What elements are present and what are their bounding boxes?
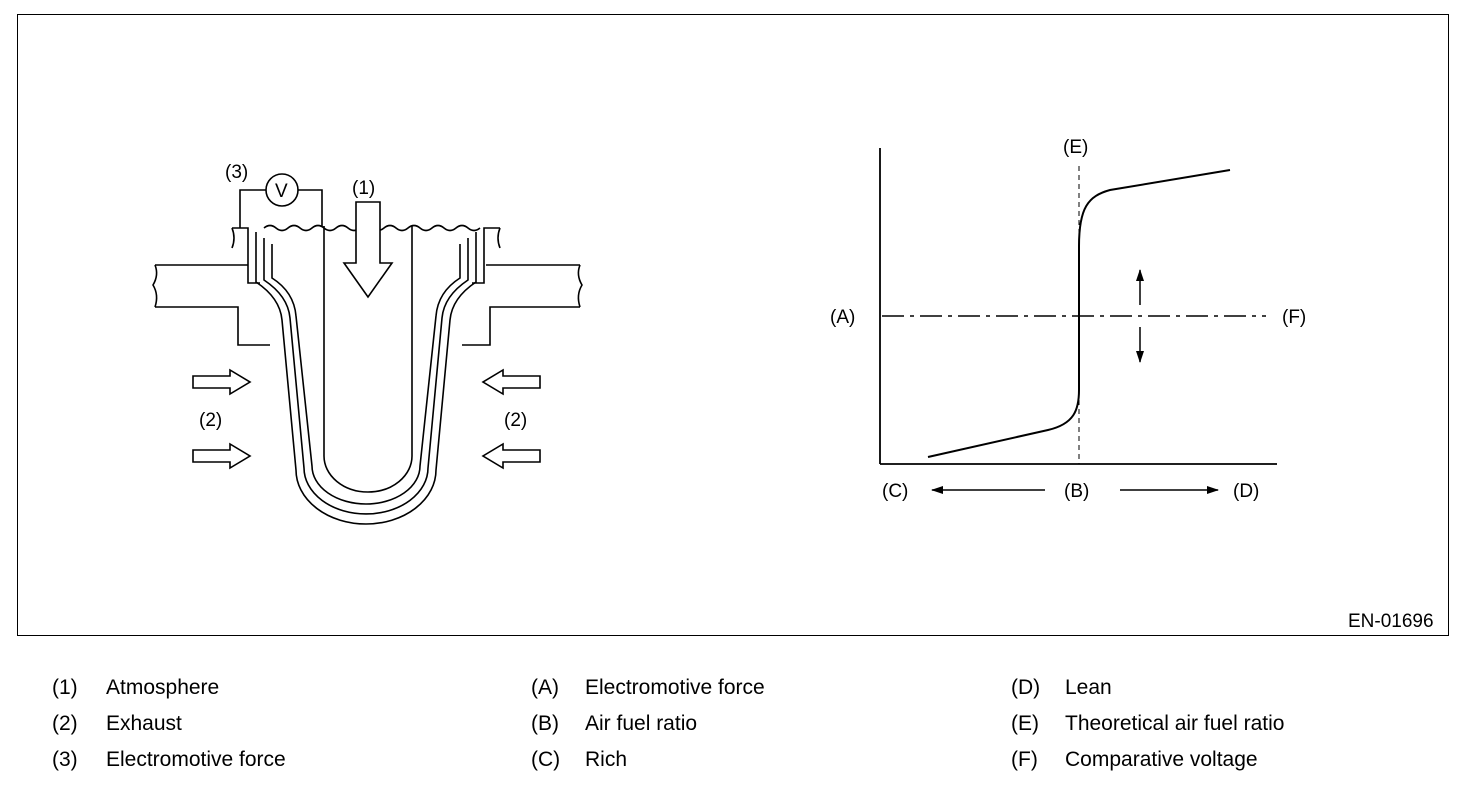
legend-key: (3): [52, 748, 78, 771]
legend-text: Air fuel ratio: [585, 712, 698, 735]
legend-key: (2): [52, 712, 78, 735]
label-three: (3): [225, 162, 248, 183]
legend-key: (1): [52, 676, 78, 699]
label-e: (E): [1063, 137, 1088, 158]
exhaust-arrow-left-top-icon: [192, 368, 252, 396]
legend-text: Lean: [1065, 676, 1112, 699]
sensor-diagram: [152, 173, 583, 525]
label-c: (C): [882, 481, 908, 502]
legend-key: (D): [1011, 676, 1041, 699]
figure-svg: (3) V (1) (2) (2) (E) (A) (F) (C) (B) (D…: [152, 137, 1306, 525]
legend-text: Comparative voltage: [1065, 748, 1258, 771]
legend-text: Theoretical air fuel ratio: [1065, 712, 1285, 735]
voltmeter-icon: [265, 173, 299, 207]
sensor-thimble: [255, 226, 477, 525]
legend-text: Electromotive force: [585, 676, 765, 699]
figure-frame: [17, 14, 1449, 636]
atmosphere-arrow-icon: [342, 201, 394, 299]
legend-text: Atmosphere: [106, 676, 220, 699]
legend-key: (C): [531, 748, 561, 771]
label-two-right: (2): [504, 410, 527, 431]
output-curve: [927, 169, 1231, 458]
legend-text: Exhaust: [106, 712, 182, 735]
legend-key: (F): [1011, 748, 1038, 771]
exhaust-pipe-left: [152, 264, 270, 346]
label-b: (B): [1064, 481, 1089, 502]
exhaust-arrow-right-top-icon: [481, 368, 541, 396]
legend-key: (B): [531, 712, 559, 735]
label-d: (D): [1233, 481, 1259, 502]
exhaust-arrow-left-bottom-icon: [192, 442, 252, 470]
legend-text: Electromotive force: [106, 748, 286, 771]
voltmeter-circuit: [239, 173, 323, 228]
exhaust-arrow-right-bottom-icon: [481, 442, 541, 470]
label-one: (1): [352, 178, 375, 199]
characteristic-graph: [879, 148, 1277, 494]
figure-code: EN-01696: [1348, 611, 1434, 632]
exhaust-pipe-right: [462, 264, 583, 346]
label-a: (A): [830, 307, 855, 328]
sensor-mount: [231, 227, 501, 284]
legend-key: (A): [531, 676, 559, 699]
legend-key: (E): [1011, 712, 1039, 735]
label-two-left: (2): [199, 410, 222, 431]
voltmeter-label: V: [275, 181, 288, 202]
label-f: (F): [1282, 307, 1306, 328]
legend-text: Rich: [585, 748, 628, 771]
